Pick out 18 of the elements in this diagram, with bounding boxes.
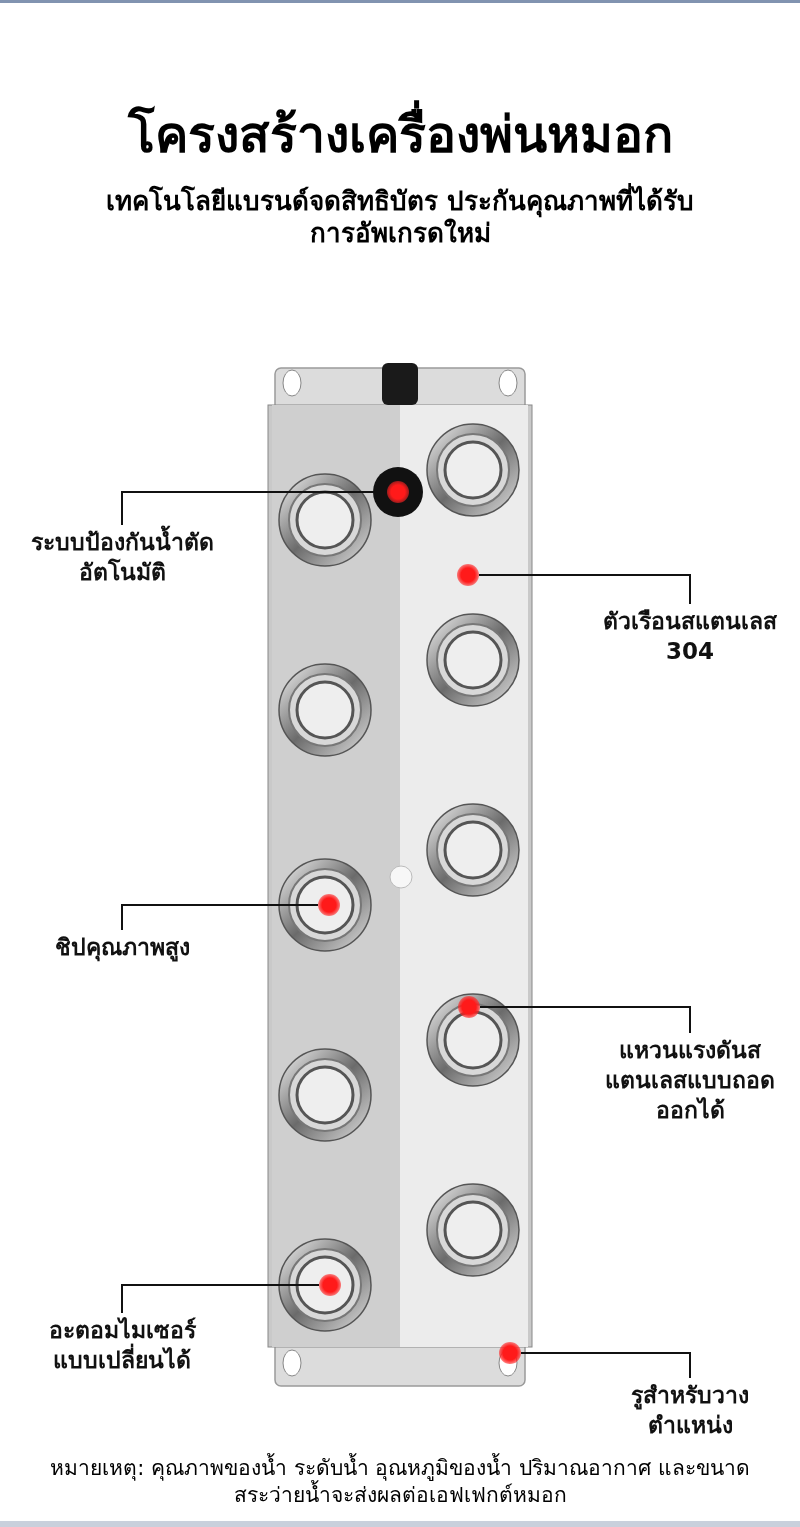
title: โครงสร้างเครื่องพ่นหมอก [0, 100, 800, 170]
marker-dot [319, 1274, 341, 1296]
callout-text: แหวนแรงดันสแตนเลสแบบถอดออกได้ [605, 1035, 775, 1125]
callout-text: ชิปคุณภาพสูง [22, 932, 222, 962]
marker-dot [458, 996, 480, 1018]
marker-dot [499, 1342, 521, 1364]
marker-dot [318, 894, 340, 916]
callout-text: อะตอมไมเซอร์แบบเปลี่ยนได้ [42, 1315, 202, 1375]
note-text: หมายเหตุ: คุณภาพของน้ำ ระดับน้ำ อุณหภูมิของน้ำ ปริมาณอากาศ และขนาดสระว่ายน้ำจะส่งผลต่อเอฟเฟกต์หมอก [40, 1455, 760, 1509]
leader-line [520, 1352, 691, 1379]
leader-line [478, 574, 691, 605]
callout-text: รูสำหรับวางตำแหน่ง [600, 1380, 780, 1440]
callout-text: ระบบป้องกันน้ำตัดอัตโนมัติ [22, 527, 222, 587]
subtitle: เทคโนโลยีแบรนด์จดสิทธิบัตร ประกันคุณภาพที่ได้รับการอัพเกรดใหม่ [100, 185, 700, 249]
marker-dot [387, 481, 409, 503]
callout-text: ตัวเรือนสแตนเลส 304 [590, 606, 790, 666]
leader-line [121, 904, 319, 931]
marker-dot [457, 564, 479, 586]
